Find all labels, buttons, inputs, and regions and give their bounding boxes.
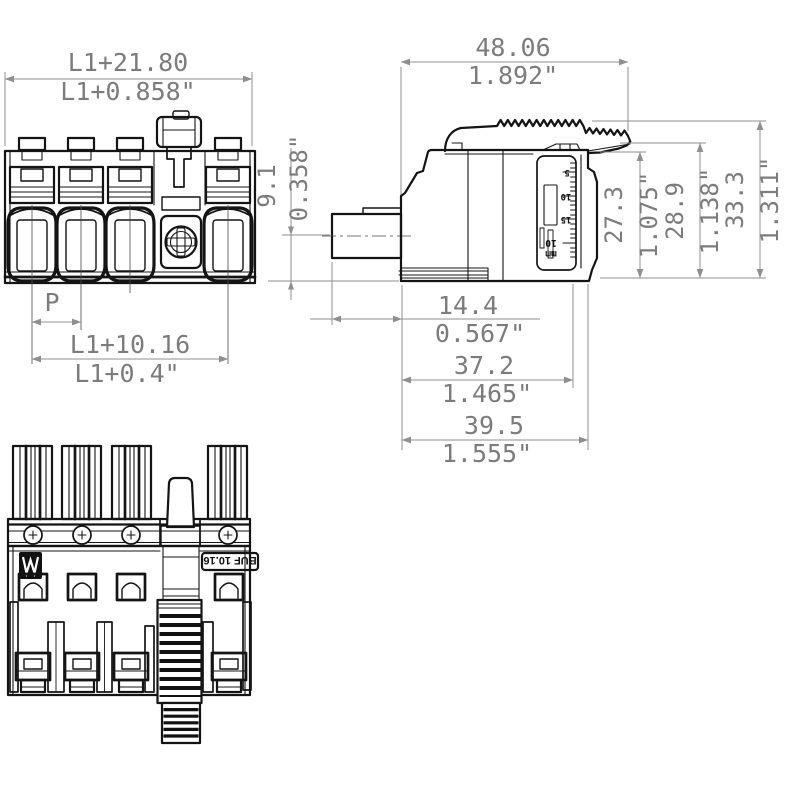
bottom-view: BUF 10.16 xyxy=(6,444,260,745)
product-label: BUF 10.16 xyxy=(200,551,260,572)
clamp-windows xyxy=(17,572,245,602)
actuator-levers xyxy=(11,444,249,521)
flange-screws xyxy=(23,525,238,545)
dim-entry-height: 9.1 0.358" xyxy=(253,135,399,300)
front-view: L1+21.80 L1+0.858" xyxy=(3,48,257,388)
center-knob xyxy=(165,476,196,529)
contact-fingers xyxy=(9,601,252,693)
product-label-text: BUF 10.16 xyxy=(203,554,256,566)
dim-entry-depth-in: 0.567" xyxy=(435,319,525,348)
terminal-feet xyxy=(14,651,248,694)
dim-latch-height-mm: 28.9 xyxy=(661,182,689,240)
gauge-strip-len-1: 10 xyxy=(545,237,557,248)
gauge-strip-len-2: mm xyxy=(545,248,557,259)
fixing-screw xyxy=(159,196,203,270)
dim-flange-span-mm: L1+10.16 xyxy=(70,330,190,359)
dim-total-height-mm: 33.3 xyxy=(721,171,749,229)
dim-overall-depth-mm: 48.06 xyxy=(475,33,550,62)
knurled-screw xyxy=(156,545,203,745)
dim-entry-height-mm: 9.1 xyxy=(253,164,281,207)
connector-front-body xyxy=(3,110,257,364)
dim-body-depth-mm: 37.2 xyxy=(454,351,514,380)
dim-flange-span-in: L1+0.4" xyxy=(74,359,179,388)
dim-total-depth-mm: 39.5 xyxy=(464,411,524,440)
latch xyxy=(155,110,203,188)
dim-total-height-in: 1.311" xyxy=(756,157,784,244)
dim-overall-width-mm: L1+21.80 xyxy=(68,48,188,77)
dim-latch-height-in: 1.138" xyxy=(696,168,724,255)
dim-body-height-mm: 27.3 xyxy=(600,186,628,244)
dim-body-depth-in: 1.465" xyxy=(442,379,532,408)
dim-body-height-in: 1.075" xyxy=(635,172,663,259)
weidmueller-logo xyxy=(19,552,42,579)
centerlines xyxy=(31,205,229,364)
gauge-tick-10: 10 xyxy=(561,191,572,201)
dim-overall-width: L1+21.80 L1+0.858" xyxy=(4,48,253,146)
flange-band xyxy=(6,517,252,548)
side-view: 48.06 1.892" xyxy=(253,33,784,468)
dim-total-depth-in: 1.555" xyxy=(442,439,532,468)
coding-tabs xyxy=(17,136,243,161)
dim-depths: 14.4 0.567" 37.2 1.465" 39.5 1.555" xyxy=(310,262,589,468)
dim-pitch: P xyxy=(31,288,82,326)
clamp-spring-row xyxy=(8,165,252,205)
gauge-tick-5: 5 xyxy=(564,167,569,177)
dim-pitch-label: P xyxy=(44,288,59,317)
dim-flange-span: L1+10.16 L1+0.4" xyxy=(31,330,229,388)
dim-heights: 27.3 1.075" 28.9 1.138" 33.3 1.311" xyxy=(592,120,784,279)
dim-overall-width-in: L1+0.858" xyxy=(60,77,195,106)
release-lever xyxy=(443,118,632,155)
dim-entry-height-in: 0.358" xyxy=(285,135,313,222)
connector-rear-body: BUF 10.16 xyxy=(6,544,260,697)
connector-side-body: 5 10 15 10 mm xyxy=(322,118,632,283)
dim-overall-depth-in: 1.892" xyxy=(468,61,558,90)
dim-entry-depth-mm: 14.4 xyxy=(438,291,498,320)
dim-overall-depth: 48.06 1.892" xyxy=(400,33,629,207)
gauge-tick-15: 15 xyxy=(561,214,572,224)
strip-gauge: 5 10 15 10 mm xyxy=(536,155,577,271)
